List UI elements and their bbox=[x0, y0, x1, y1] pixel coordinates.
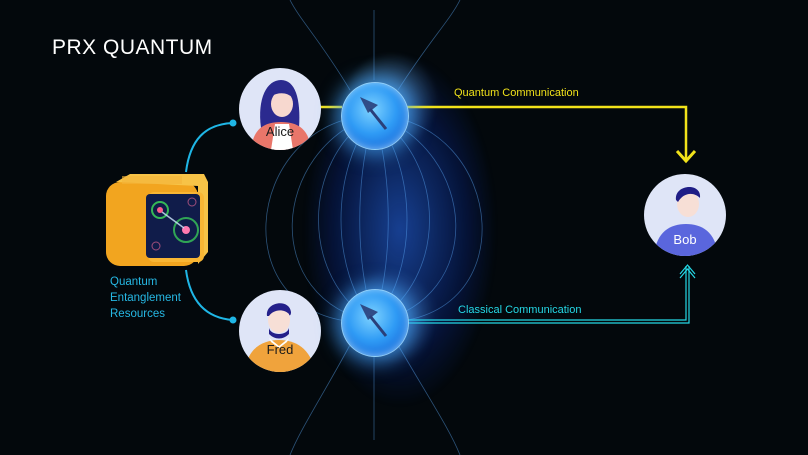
journal-title: PRX QUANTUM bbox=[52, 36, 213, 59]
spin-arrow-icon bbox=[360, 304, 388, 337]
connector-dot-fred bbox=[229, 316, 237, 324]
classical-channel-arrow bbox=[407, 264, 696, 324]
avatar-bob: Bob bbox=[644, 174, 726, 256]
quantum-device-icon bbox=[104, 172, 210, 270]
fred-name-label: Fred bbox=[266, 342, 294, 357]
entanglement-resources-label: Quantum Entanglement Resources bbox=[110, 274, 181, 322]
resources-label-line-1: Quantum bbox=[110, 276, 158, 288]
bob-name-label: Bob bbox=[673, 232, 697, 247]
qubit-orb-fred bbox=[341, 289, 409, 357]
alice-portrait-icon bbox=[251, 80, 311, 150]
connector-dot-alice bbox=[229, 119, 237, 127]
avatar-fred: Fred bbox=[239, 290, 321, 372]
quantum-channel-arrow bbox=[320, 105, 697, 164]
qubit-orb-alice bbox=[341, 82, 409, 150]
spin-arrow-icon bbox=[360, 97, 388, 130]
quantum-communication-label: Quantum Communication bbox=[454, 87, 579, 99]
magnetic-field-lines bbox=[265, 0, 483, 455]
bob-portrait-icon bbox=[654, 186, 718, 256]
fred-portrait-icon bbox=[245, 303, 315, 372]
avatar-alice: Alice bbox=[239, 68, 321, 150]
resources-label-line-3: Resources bbox=[110, 308, 165, 320]
resources-label-line-2: Entanglement bbox=[110, 292, 181, 304]
classical-communication-label: Classical Communication bbox=[458, 304, 582, 316]
entanglement-connectors bbox=[185, 122, 234, 321]
alice-name-label: Alice bbox=[265, 124, 295, 139]
